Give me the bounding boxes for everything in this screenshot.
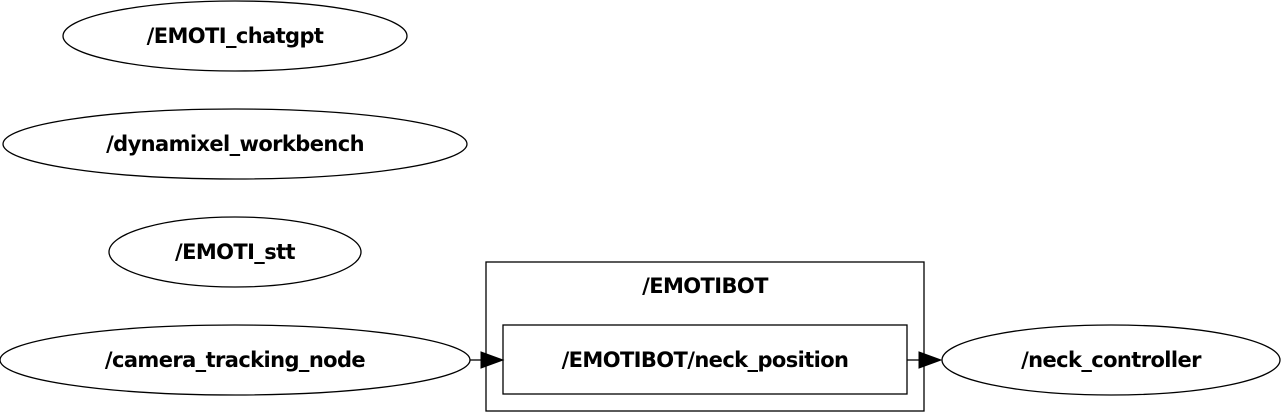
node-emoti-stt-label: /EMOTI_stt (175, 240, 296, 264)
cluster-emotibot-label: /EMOTIBOT (642, 274, 769, 298)
node-neck-position-box (502, 324, 908, 395)
node-emoti-stt[interactable]: /EMOTI_stt (108, 216, 362, 288)
edge-camera-to-neck-position (470, 351, 505, 369)
node-dynamixel-workbench-label: /dynamixel_workbench (106, 132, 364, 156)
node-camera-tracking-label: /camera_tracking_node (105, 348, 366, 372)
node-emoti-stt-ellipse (108, 216, 362, 288)
node-dynamixel-workbench-ellipse (2, 108, 468, 180)
node-neck-position-label: /EMOTIBOT/neck_position (562, 348, 849, 372)
node-neck-position[interactable]: /EMOTIBOT/neck_position (502, 324, 908, 395)
arrowhead-icon (480, 351, 505, 369)
node-emoti-chatgpt-label: /EMOTI_chatgpt (147, 24, 324, 48)
node-emoti-chatgpt[interactable]: /EMOTI_chatgpt (62, 0, 408, 72)
node-emoti-chatgpt-ellipse (62, 0, 408, 72)
node-neck-controller-label: /neck_controller (1021, 348, 1202, 372)
node-dynamixel-workbench[interactable]: /dynamixel_workbench (2, 108, 468, 180)
arrowhead-icon (918, 351, 943, 369)
node-camera-tracking[interactable]: /camera_tracking_node (0, 324, 471, 396)
node-neck-controller[interactable]: /neck_controller (941, 324, 1281, 396)
edge-neck-position-to-controller (907, 351, 943, 369)
